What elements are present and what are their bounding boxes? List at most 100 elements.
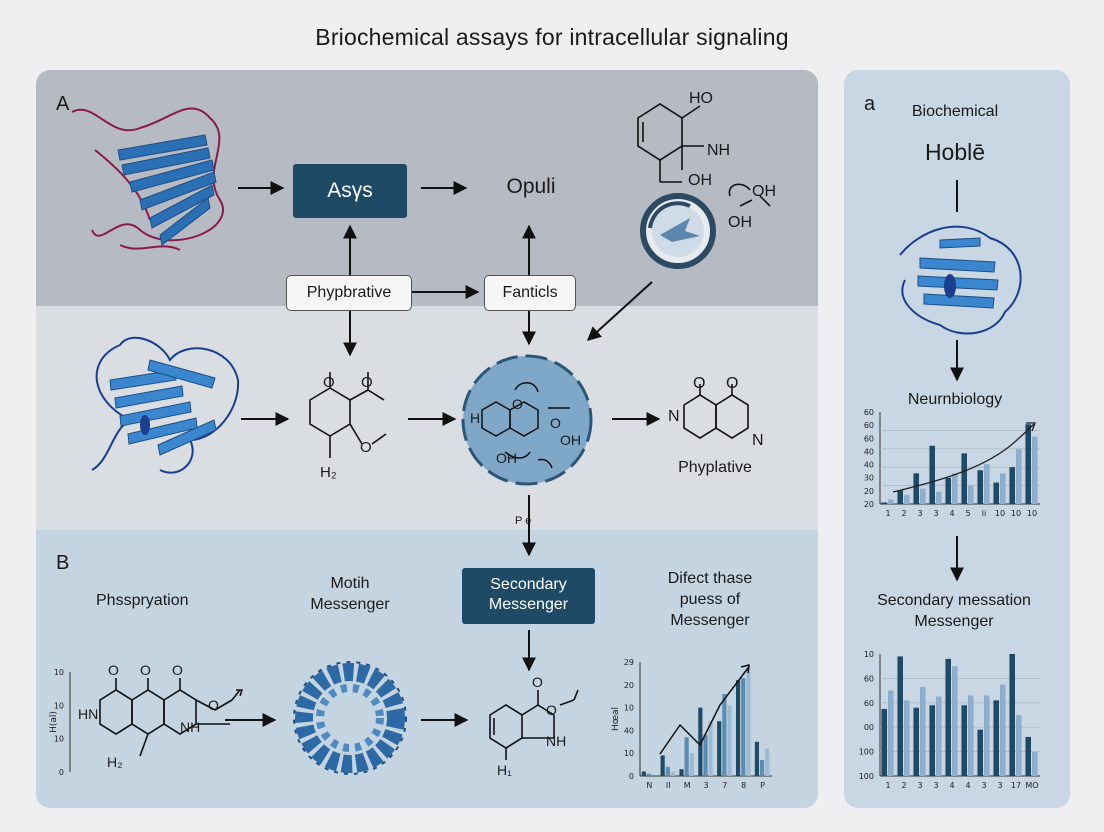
x-tick-label: 7 — [722, 781, 727, 790]
x-tick-label: 10 — [1011, 509, 1021, 518]
chart-bar — [984, 695, 990, 776]
opuli-label: Opuli — [506, 175, 556, 198]
mol-label: O — [108, 662, 119, 678]
y-tick-label: 100 — [859, 748, 874, 757]
y-tick-label: 10 — [54, 701, 64, 710]
phyplative-label: Phyplative — [678, 459, 752, 476]
mol-label: HO — [689, 90, 713, 107]
secondary-messenger-box[interactable]: Secondary Messenger — [462, 568, 595, 624]
chart-bar — [881, 708, 887, 776]
x-tick-label: II — [666, 781, 671, 790]
y-tick-label: 10 — [54, 735, 64, 744]
label-section-a-small: a — [864, 93, 876, 115]
chart-bar — [952, 666, 958, 776]
y-tick-label: 0 — [59, 768, 64, 777]
y-tick-label: 40 — [864, 461, 874, 470]
left-panel — [36, 70, 818, 808]
chart-bar — [1032, 436, 1038, 504]
y-tick-label: 10 — [54, 668, 64, 677]
molecule-right — [683, 384, 749, 439]
y-tick-label: 29 — [624, 658, 634, 667]
chart-bar — [993, 700, 999, 776]
y-tick-label: 20 — [864, 500, 874, 509]
chart-bar — [888, 499, 894, 504]
chart-bar — [717, 721, 722, 776]
chart-bar — [660, 755, 665, 776]
chart-bar — [684, 737, 689, 776]
trend-line — [892, 423, 1035, 493]
chart-bar — [961, 453, 967, 504]
molecule-middle — [309, 372, 387, 458]
y-tick-label: 60 — [864, 408, 874, 417]
chart-bar — [952, 473, 958, 504]
chart-bar — [759, 760, 765, 776]
protein-ring-bottom — [293, 661, 407, 775]
chart-bar — [1016, 715, 1022, 776]
chart-bar — [765, 748, 770, 776]
y-tick-label: 0 — [629, 772, 634, 781]
y-tick-label: 60 — [864, 421, 874, 430]
biochemical-label: Biochemical — [911, 103, 999, 120]
y-tick-label: 00 — [864, 723, 874, 732]
mol-label: O — [512, 396, 523, 412]
chart-bar — [722, 693, 727, 776]
x-tick-label: 3 — [917, 509, 922, 518]
motih-messenger-label: Motih Messenger — [310, 575, 390, 613]
mol-label: O — [532, 674, 543, 690]
y-tick-label: 30 — [864, 474, 874, 483]
chart-bar — [929, 445, 935, 504]
x-tick-label: 3 — [933, 509, 938, 518]
chart-bar — [1000, 473, 1006, 504]
chart-bar — [920, 686, 926, 776]
phypbrative-box[interactable]: Phypbrative — [286, 275, 412, 311]
chart-bar — [913, 473, 919, 504]
x-tick-label: 10 — [1027, 509, 1037, 518]
chart-bar — [929, 705, 935, 776]
mol-label: O — [693, 375, 706, 392]
chart-bar — [993, 482, 999, 504]
chart-bar — [1016, 448, 1022, 504]
cell-complex — [461, 354, 593, 486]
y-axis-label: Hœal — [611, 707, 621, 731]
x-tick-label: M — [684, 781, 691, 790]
rotation-emblem-icon — [640, 193, 716, 269]
chart-bar — [641, 771, 646, 776]
chart-bar — [977, 729, 983, 776]
chart-bar — [703, 734, 708, 776]
x-tick-label: li — [982, 509, 986, 518]
x-tick-label: 4 — [949, 509, 954, 518]
phosphorylation-label: Phsspryation — [96, 592, 189, 609]
y-tick-label: 60 — [864, 699, 874, 708]
y-tick-label: 20 — [624, 681, 634, 690]
chart-bar — [984, 464, 990, 504]
chart-bar — [913, 707, 919, 776]
y-tick-label: 20 — [864, 487, 874, 496]
neurobiology-label: Neurnbiology — [907, 391, 1003, 408]
chart-bar — [679, 769, 684, 776]
molecule-bottom-middle — [489, 689, 579, 760]
fanticls-box[interactable]: Fanticls — [484, 275, 576, 311]
x-tick-label: 4 — [949, 781, 954, 790]
mol-label: H — [470, 410, 481, 426]
trend-line — [659, 667, 749, 755]
x-tick-label: N — [646, 781, 652, 790]
label-section-b: B — [56, 552, 70, 574]
chart-bar — [920, 488, 926, 504]
x-tick-label: P — [760, 781, 765, 790]
chart-bar — [1000, 684, 1006, 776]
x-tick-label: 8 — [741, 781, 746, 790]
x-tick-label: 10 — [995, 509, 1005, 518]
mol-label: O — [208, 697, 219, 713]
chart-bar — [961, 705, 967, 776]
chart-bar — [881, 502, 887, 504]
assay-box[interactable]: Asγs — [293, 164, 407, 218]
trend-arrowhead — [740, 664, 750, 674]
chart-bar — [1025, 424, 1031, 504]
molecule-bottom-left — [99, 678, 241, 757]
mol-label: NH — [180, 719, 201, 735]
difect-text: Difect thase puess of Messenger — [667, 570, 753, 629]
chart-bar — [936, 696, 942, 776]
y-tick-label: 10 — [864, 650, 874, 659]
